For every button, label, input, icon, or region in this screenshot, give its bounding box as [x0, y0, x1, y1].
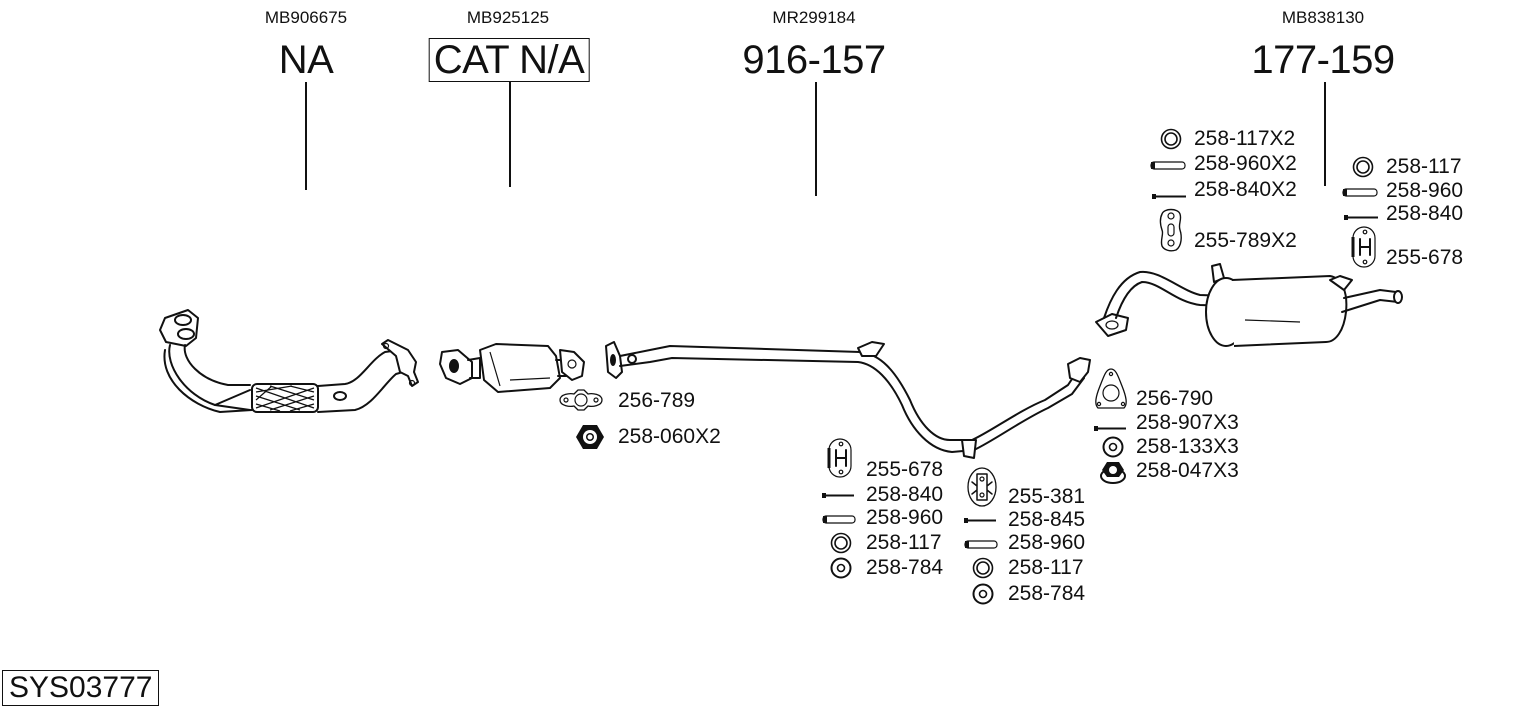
- rubber-hanger-strap-icon: [1159, 208, 1182, 252]
- ref-front-pipe[interactable]: NA: [278, 38, 334, 82]
- system-code-label: SYS03777: [2, 670, 160, 706]
- gasket-oval-icon: [559, 389, 603, 411]
- part-code: 258-960X2: [1194, 152, 1297, 175]
- part-code: 258-845: [1008, 508, 1086, 531]
- part-code: 258-117: [1386, 155, 1462, 178]
- washer-icon: [1352, 156, 1374, 178]
- leader-line-catalytic-converter: [509, 82, 511, 187]
- oe-number-middle-pipe: MR299184: [772, 8, 856, 27]
- bolt-icon: [1344, 215, 1378, 220]
- washer-icon: [972, 557, 994, 579]
- part-code: 258-840X2: [1194, 178, 1297, 201]
- spring-washer-icon: [972, 583, 994, 605]
- washer-icon: [1160, 128, 1182, 150]
- part-code: 258-840: [1386, 202, 1464, 225]
- rubber-hanger-round-icon: [967, 467, 997, 507]
- oe-number-rear-silencer: MB838130: [1281, 8, 1365, 27]
- spring-washer-icon: [830, 557, 852, 579]
- part-code: 255-789X2: [1194, 229, 1297, 252]
- part-code: 258-117: [866, 531, 942, 554]
- washer-icon: [830, 532, 852, 554]
- part-code: 258-784: [866, 556, 944, 579]
- leader-line-front-pipe: [305, 82, 307, 190]
- rubber-hanger-h-icon: [827, 438, 852, 478]
- part-code: 258-960: [1008, 531, 1086, 554]
- part-code: 255-381: [1008, 485, 1086, 508]
- part-code: 258-060X2: [618, 425, 721, 448]
- bolt-icon: [1152, 194, 1186, 199]
- part-code: 258-133X3: [1136, 435, 1239, 458]
- spring-washer-icon: [1102, 436, 1124, 458]
- part-code: 258-960: [866, 506, 944, 529]
- flange-nut-icon: [1100, 462, 1126, 484]
- part-code: 256-790: [1136, 387, 1214, 410]
- part-code: 258-840: [866, 483, 944, 506]
- ref-rear-silencer[interactable]: 177-159: [1251, 38, 1395, 82]
- leader-line-rear-silencer: [1324, 82, 1326, 186]
- hex-nut-icon: [576, 425, 604, 449]
- gasket-triangle-icon: [1095, 368, 1127, 409]
- oe-number-front-pipe: MB906675: [264, 8, 348, 27]
- part-code: 255-678: [1386, 246, 1464, 269]
- part-code: 258-960: [1386, 179, 1464, 202]
- sleeve-icon: [822, 515, 856, 524]
- ref-middle-pipe[interactable]: 916-157: [742, 38, 886, 82]
- bolt-icon: [964, 518, 996, 523]
- rubber-hanger-h-icon: [1351, 226, 1376, 268]
- sleeve-icon: [1342, 188, 1378, 197]
- leader-line-middle-pipe: [815, 82, 817, 196]
- part-code: 258-907X3: [1136, 411, 1239, 434]
- part-code: 258-117X2: [1194, 127, 1296, 150]
- part-code: 258-117: [1008, 556, 1084, 579]
- oe-number-catalytic-converter: MB925125: [466, 8, 550, 27]
- part-code: 258-047X3: [1136, 459, 1239, 482]
- sleeve-icon: [964, 540, 998, 549]
- part-code: 255-678: [866, 458, 944, 481]
- sleeve-icon: [1150, 161, 1186, 170]
- ref-catalytic-converter[interactable]: CAT N/A: [428, 38, 590, 82]
- part-code: 258-784: [1008, 582, 1086, 605]
- part-code: 256-789: [618, 389, 696, 412]
- bolt-icon: [1094, 426, 1126, 431]
- bolt-icon: [822, 493, 854, 498]
